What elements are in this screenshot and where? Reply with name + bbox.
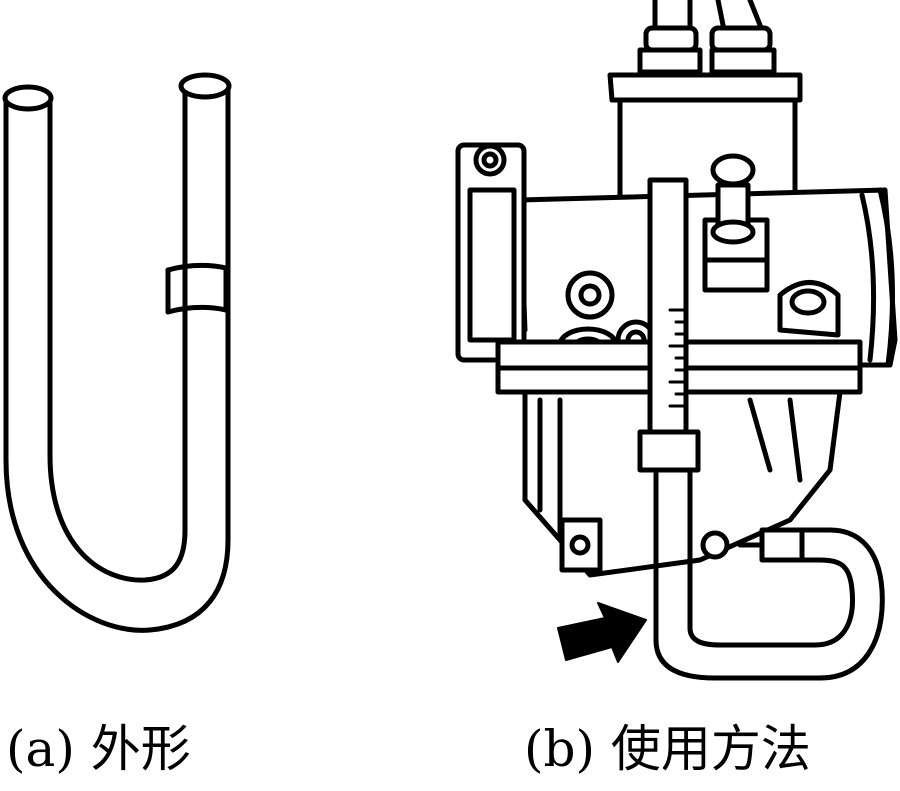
carburetor-illustration (455, 0, 898, 681)
gauge-scale (668, 308, 688, 408)
u-tube-illustration (2, 72, 232, 633)
arrow-icon (557, 602, 647, 663)
caption-exterior: (a) 外形 (6, 720, 191, 778)
caption-usage: (b) 使用方法 (524, 720, 811, 778)
